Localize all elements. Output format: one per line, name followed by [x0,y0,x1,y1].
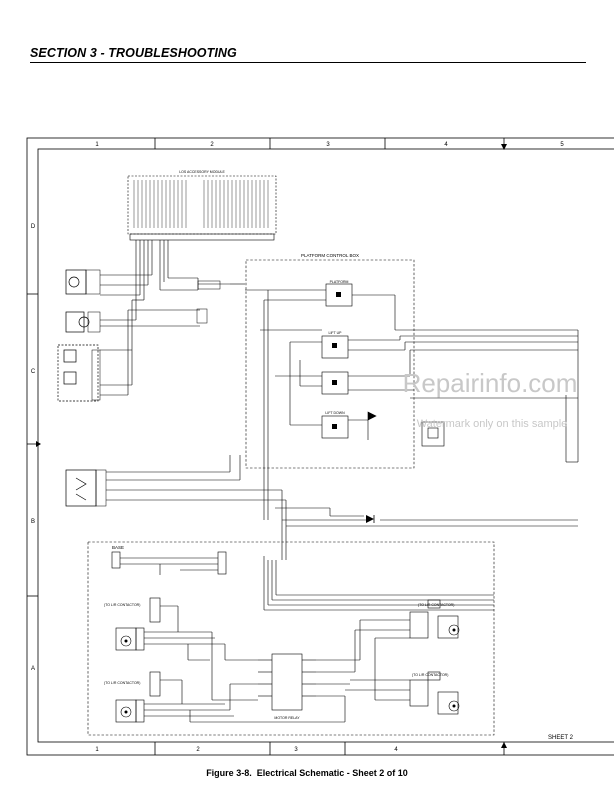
column-number-3: 3 [326,142,330,148]
contactor-label-right-bottom: (TO L/R CONTACTOR) [412,673,448,677]
bottom-arrow-icon [501,742,507,748]
lift-up-label: LIFT UP [329,331,343,335]
sheet-label: SHEET 2 [548,735,574,741]
lift-down-label: LIFT DOWN [325,411,345,415]
column-number-2: 2 [210,142,214,148]
left-components [57,269,221,507]
platform-control-box-label: PLATFORM CONTROL BOX [301,253,359,258]
contactor-label-left-top: (TO L/R CONTACTOR) [104,603,140,607]
row-letter-b: B [31,519,35,525]
bottom-column-number-1: 1 [95,747,99,753]
figure-caption: Figure 3-8. Electrical Schematic - Sheet… [0,768,614,778]
platform-switch-label: PLATFORM [330,280,349,284]
base-box [87,541,495,736]
alarm-component [367,411,445,447]
column-number-4: 4 [444,142,448,148]
row-letter-a: A [31,666,35,672]
bottom-column-number-4: 4 [394,747,398,753]
figure-title: Electrical Schematic - Sheet 2 of 10 [256,768,408,778]
row-letter-d: D [31,224,36,230]
column-number-5: 5 [560,142,564,148]
bottom-column-number-2: 2 [196,747,200,753]
row-letter-c: C [31,369,36,375]
contactor-label-right-top: (TO L/R CONTACTOR) [418,603,454,607]
motor-relay-label: MOTOR RELAY [274,716,300,720]
contactor-label-left-bottom: (TO L/R CONTACTOR) [104,681,140,685]
accessory-module-label: LOS ACCESSORY MODULE [179,170,225,174]
section-title: SECTION 3 - TROUBLESHOOTING [30,46,237,60]
watermark-subtext: Watermark only on this sample [417,418,568,430]
schematic-inner-border [37,148,614,743]
accessory-module [127,175,277,241]
wiring-bundle [100,240,268,396]
figure-label: Figure 3-8. [206,768,252,778]
watermark: Repairinfo.com [403,368,578,398]
base-label: BASE [112,545,124,550]
platform-control-box [245,259,579,520]
column-number-1: 1 [95,142,99,148]
bottom-column-number-3: 3 [294,747,298,753]
header-rule [30,62,586,63]
diode-icon [366,515,374,523]
top-arrow-icon [501,144,507,150]
schematic-border [26,137,614,756]
row-b-wiring [106,455,578,560]
left-arrow-icon [36,441,41,447]
